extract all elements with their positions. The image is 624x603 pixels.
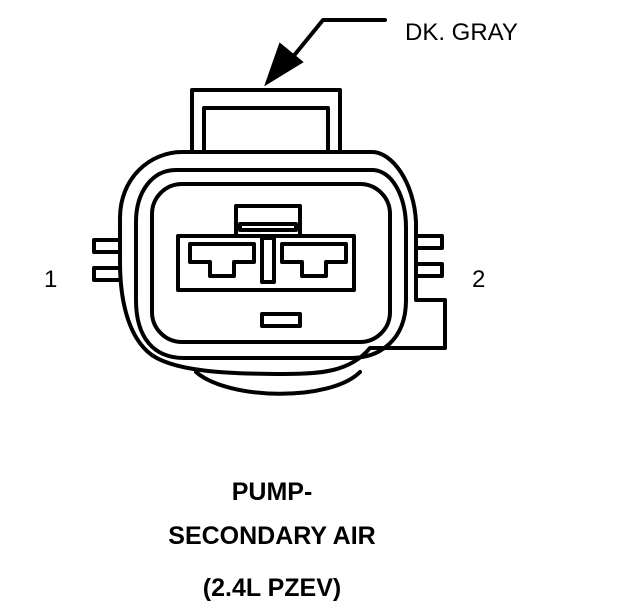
left-rib-top bbox=[92, 238, 122, 254]
polarization-slot bbox=[260, 312, 302, 328]
connector-lower-bump bbox=[194, 370, 362, 396]
pin-2-label: 2 bbox=[472, 266, 486, 293]
connector-outer-shell bbox=[118, 150, 447, 376]
wire-color-label: DK. GRAY bbox=[405, 19, 518, 46]
terminal-2 bbox=[280, 242, 348, 278]
connector-inner-shell bbox=[134, 168, 408, 360]
caption-line-2: SECONDARY AIR bbox=[168, 522, 376, 550]
callout-arrowhead bbox=[264, 42, 304, 87]
connector-face bbox=[150, 182, 392, 344]
center-divider bbox=[260, 236, 276, 284]
right-rib-top bbox=[414, 234, 444, 250]
caption-line-3: (2.4L PZEV) bbox=[202, 574, 342, 602]
right-rib-bottom bbox=[414, 262, 444, 278]
caption-line-1: PUMP- bbox=[231, 478, 313, 506]
callout-leader-line bbox=[290, 18, 387, 60]
locking-tab-inner bbox=[202, 106, 330, 154]
terminal-1 bbox=[188, 242, 256, 278]
locking-tab bbox=[190, 88, 342, 154]
pin-1-label: 1 bbox=[44, 266, 58, 293]
left-rib-bottom bbox=[92, 266, 122, 282]
key-slot-bar bbox=[238, 222, 298, 232]
